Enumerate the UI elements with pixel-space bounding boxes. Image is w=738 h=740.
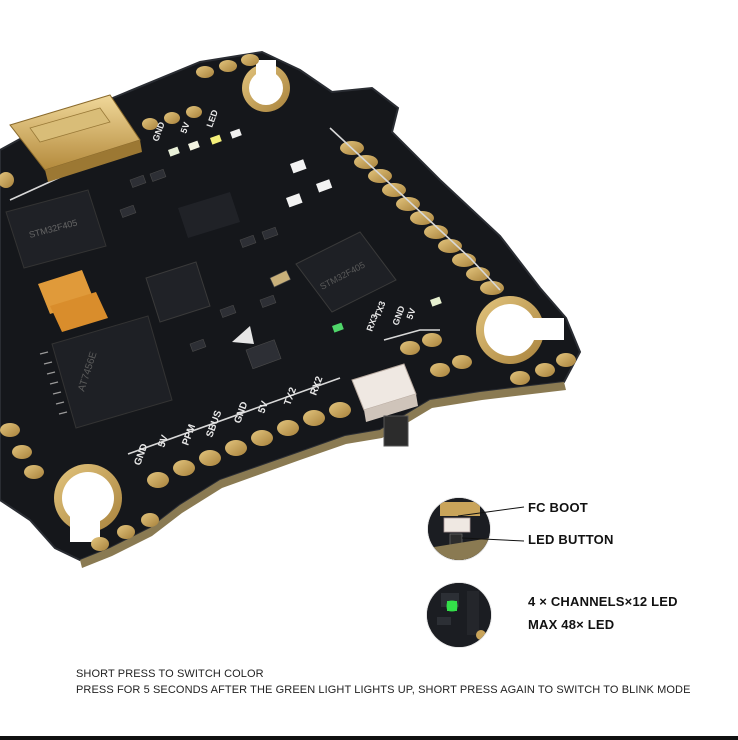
led-button-label: LED BUTTON (528, 532, 614, 547)
chip-main-right: STM32F405 (295, 231, 397, 313)
chip-osd: AT7456E (39, 315, 173, 429)
callout-led-detail (427, 583, 491, 647)
led-channels-label: 4 × CHANNELS×12 LED (528, 594, 678, 609)
silk-top-5v: 5V (178, 121, 191, 135)
callout-button-detail (428, 498, 490, 560)
chip-small (178, 192, 240, 238)
chip-gyro (145, 261, 211, 323)
mounting-hole-top (242, 60, 290, 112)
pads-bottom (91, 402, 351, 551)
silk-b-5v2: 5V (256, 399, 271, 415)
led-max-label: MAX 48× LED (528, 617, 615, 632)
led-push-button (351, 363, 418, 447)
arrow-marker (232, 326, 254, 344)
pads-top (142, 54, 259, 130)
led-detail-image (427, 583, 491, 647)
usb-port (9, 94, 142, 182)
status-leds (168, 128, 442, 333)
button-detail-image (428, 498, 490, 560)
silk-b-5v1: 5V (156, 433, 171, 449)
chip-mcu-left: STM32F405 (5, 189, 107, 269)
silk-5v3: 5V (404, 307, 417, 321)
fc-boot-label: FC BOOT (528, 500, 588, 515)
bottom-border (0, 736, 738, 740)
mounting-hole-right (476, 296, 564, 364)
silk-top-header: GND 5V LED (150, 108, 220, 143)
pads-left (0, 172, 44, 479)
instruction-line-2: PRESS FOR 5 SECONDS AFTER THE GREEN LIGH… (76, 684, 691, 696)
mounting-hole-bottom (54, 464, 122, 542)
smd-components (119, 168, 291, 370)
capacitor-orange (38, 270, 108, 332)
instruction-line-1: SHORT PRESS TO SWITCH COLOR (76, 668, 264, 680)
